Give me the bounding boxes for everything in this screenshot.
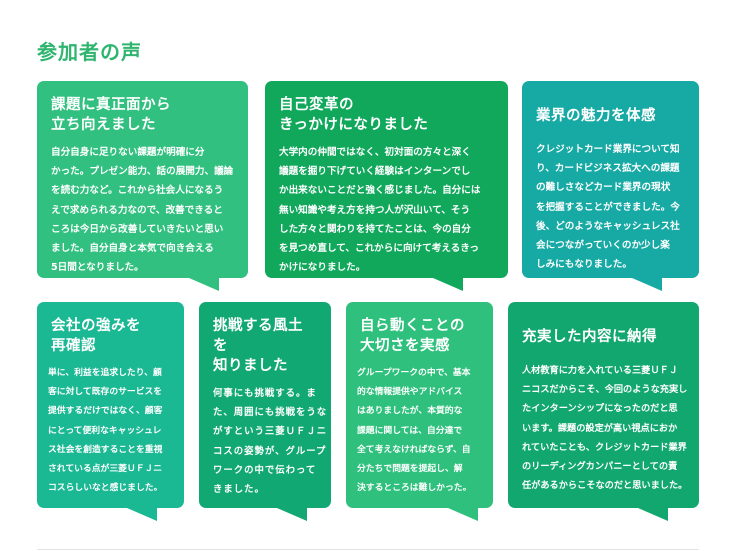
card-body: 自分自身に足りない課題が明確に分かった。プレゼン能力、話の展開力、議論を読む力な…	[51, 143, 234, 277]
body-line: はありましたが、本質的な	[357, 406, 463, 417]
body-line: たインターンシップになったのだと思	[522, 403, 678, 415]
body-line: 自分自身に足りない課題が明確に分	[51, 147, 205, 158]
title-line: 大切さを実感	[360, 338, 450, 354]
card-body: クレジットカード業界について知り、カードビジネス拡大への課題の難しさなどカード業…	[536, 140, 685, 274]
page-title: 参加者の声	[37, 40, 142, 64]
testimonial-card-6: 自ら動くことの大切さを実感 グループワークの中で、基本的な情報提供やアドバイスは…	[346, 302, 493, 521]
testimonial-card-2: 自己変革のきっかけになりました 大学内の仲間ではなく、初対面の方々と深く議題を掘…	[265, 81, 508, 291]
body-line: 決するところは難しかった。	[357, 483, 472, 494]
testimonial-card-4: 会社の強みを再確認 単に、利益を追求したり、顧客に対して既存のサービスを提供する…	[37, 302, 184, 521]
title-line: 課題に真正面から	[51, 97, 171, 113]
body-line: を見つめ直して、これからに向けて考えるきっ	[279, 243, 480, 255]
body-line: コスの姿勢が、グループ	[213, 445, 327, 457]
body-line: ました。自分自身と本気で向き合える	[51, 243, 214, 255]
body-line: ころは今日から改善していきたいと思い	[51, 223, 224, 235]
title-line: 会社の強みを	[51, 318, 141, 334]
body-line: 分たちで問題を提起し、解	[357, 464, 463, 475]
card-title: 自己変革のきっかけになりました	[279, 95, 494, 135]
body-line: 無い知識や考え方を持つ人が沢山いて、そう	[279, 204, 471, 216]
body-line: 的な情報提供やアドバイス	[357, 387, 463, 398]
card-title: 挑戦する風土を知りました	[213, 316, 317, 376]
body-line: の難しさなどカード業界の現状	[536, 182, 671, 194]
card-body: 人材教育に力を入れている三菱ＵＦＪ ニコスだからこそ、今回のような充実したインター…	[522, 361, 688, 495]
body-line: 議題を掘り下げていく経験はインターンでし	[279, 166, 471, 178]
title-line: 充実した内容に納得	[522, 329, 657, 345]
card-title: 課題に真正面から立ち向えました	[51, 95, 234, 135]
card-body: グループワークの中で、基本的な情報提供やアドバイスはありましたが、本質的な課題に…	[357, 364, 479, 498]
card-title: 充実した内容に納得	[522, 327, 685, 347]
body-line: 全て考えなければならず、自	[357, 444, 471, 455]
body-line: ニコスだからこそ、今回のような充実し	[522, 384, 688, 396]
divider	[37, 549, 699, 550]
card-body: 単に、利益を追求したり、顧客に対して既存のサービスを提供するだけではなく、顧客に…	[48, 364, 170, 498]
card-body: 何事にも挑戦する。また、周囲にも挑戦をうながすという三菱ＵＦＪニコスの姿勢が、グ…	[213, 384, 328, 499]
title-line: 立ち向えました	[51, 117, 156, 133]
body-line: 提供するだけではなく、顧客	[48, 406, 163, 417]
body-line: れていたことも、クレジットカード業界	[522, 441, 687, 453]
body-line: か出来ないことだと強く感じました。自分には	[279, 185, 481, 197]
body-line: 後、どのようなキャッシュレス社	[536, 220, 680, 232]
body-line: えで求められる力なので、改善できると	[51, 204, 223, 216]
body-line: 5日間となりました。	[51, 262, 144, 274]
title-line: 知りました	[213, 358, 288, 374]
testimonial-card-7: 充実した内容に納得 人材教育に力を入れている三菱ＵＦＪ ニコスだからこそ、今回のよ…	[508, 302, 699, 521]
card-title: 業界の魅力を体感	[536, 106, 685, 126]
testimonial-card-5: 挑戦する風土を知りました 何事にも挑戦する。また、周囲にも挑戦をうながすという三…	[199, 302, 331, 521]
body-line: グループワークの中で、基本	[357, 368, 471, 378]
body-line: 課題に関しては、自分達で	[357, 425, 463, 436]
body-line: ス社会を創造することを重視	[48, 444, 163, 455]
body-line: 会につながっていくのか少し楽	[536, 240, 670, 252]
body-line: にとって便利なキャッシュレ	[48, 425, 162, 436]
body-line: 単に、利益を追求したり、顧	[48, 368, 162, 378]
body-line: かった。プレゼン能力、話の展開力、議論	[51, 166, 234, 178]
card-title: 会社の強みを再確認	[51, 316, 170, 356]
body-line: 任があるからこそなのだと思いました。	[522, 480, 688, 492]
speech-tail	[448, 508, 478, 521]
testimonial-card-1: 課題に真正面から立ち向えました 自分自身に足りない課題が明確に分かった。プレゼン…	[37, 81, 248, 291]
card-title: 自ら動くことの大切さを実感	[360, 316, 479, 356]
speech-tail	[189, 278, 219, 291]
body-line: を把握することができました。今	[536, 201, 680, 213]
card-body: 大学内の仲間ではなく、初対面の方々と深く議題を掘り下げていく経験はインターンでし…	[279, 143, 494, 277]
title-line: きっかけになりました	[279, 117, 429, 133]
testimonial-card-3: 業界の魅力を体感 クレジットカード業界について知り、カードビジネス拡大への課題の…	[522, 81, 699, 291]
speech-tail	[638, 508, 668, 521]
body-line: を読む力など。これから社会人になるう	[51, 185, 224, 197]
body-line: た、周囲にも挑戦をうな	[213, 407, 328, 419]
body-line: 客に対して既存のサービスを	[48, 387, 163, 398]
body-line: きました。	[213, 484, 265, 496]
body-line: しみにもなりました。	[536, 259, 632, 271]
speech-tail	[433, 278, 463, 291]
title-line: 業界の魅力を体感	[536, 108, 656, 124]
body-line: がすという三菱ＵＦＪニ	[213, 426, 328, 438]
body-line: かけになりました。	[279, 262, 366, 274]
body-line: されている点が三菱ＵＦＪニ	[48, 464, 163, 475]
title-line: 自ら動くことの	[360, 318, 465, 334]
body-line: ワークの中で伝わって	[213, 464, 317, 476]
body-line: コスらしいなと感じました。	[48, 483, 163, 494]
title-line: 挑戦する風土を	[213, 318, 303, 354]
body-line: います。課題の設定が高い視点におか	[522, 422, 678, 434]
speech-tail	[632, 278, 662, 291]
body-line: のリーディングカンパニーとしての責	[522, 461, 678, 473]
body-line: 人材教育に力を入れている三菱ＵＦＪ	[522, 365, 678, 376]
title-line: 自己変革の	[279, 97, 354, 113]
body-line: クレジットカード業界について知	[536, 144, 680, 155]
body-line: した方々と関わりを持てたことは、今の自分	[279, 223, 471, 235]
body-line: 何事にも挑戦する。ま	[213, 388, 317, 399]
speech-tail	[127, 508, 157, 521]
title-line: 再確認	[51, 338, 96, 354]
body-line: 大学内の仲間ではなく、初対面の方々と深く	[279, 147, 471, 158]
speech-tail	[277, 508, 307, 521]
body-line: り、カードビジネス拡大への課題	[536, 163, 680, 175]
